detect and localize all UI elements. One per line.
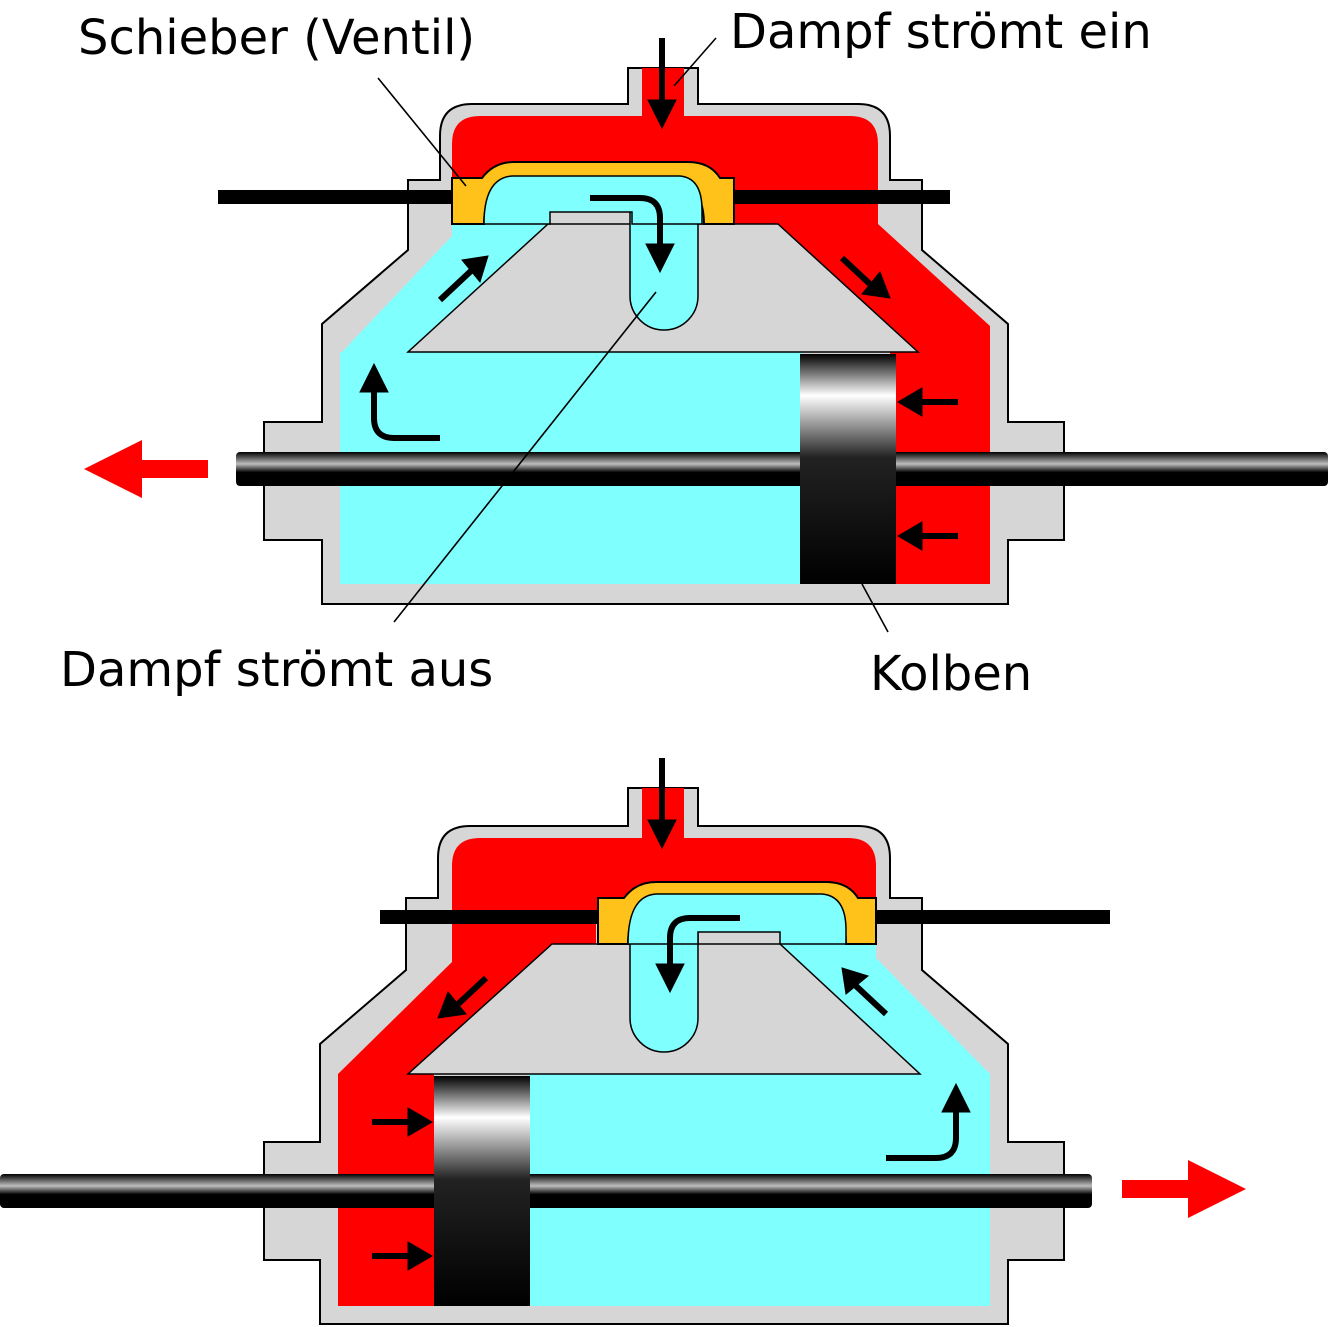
arrow-icon (645, 243, 675, 274)
red-arrow-icon (1188, 1160, 1246, 1218)
label-steam-in: Dampf strömt ein (730, 4, 1152, 60)
arrow-icon (437, 991, 467, 1019)
arrow-icon (941, 1082, 971, 1113)
arrow-icon (407, 1241, 433, 1271)
arrow-icon (897, 521, 923, 551)
arrow-icon (359, 362, 389, 393)
engine-bottom (0, 758, 1246, 1325)
arrow-icon (407, 1107, 433, 1137)
piston-rod-top (236, 452, 1328, 486)
leader-lines (377, 37, 889, 633)
label-piston: Kolben (870, 646, 1032, 702)
red-arrow-icon (84, 440, 142, 498)
piston-bottom (434, 1076, 530, 1306)
exhaust-pipe-bottom (629, 917, 699, 1053)
arrow-icon (841, 967, 870, 995)
piston-rod-bottom (0, 1174, 1092, 1208)
label-slide-valve: Schieber (Ventil) (78, 10, 475, 66)
arrow-icon (861, 271, 891, 299)
label-steam-out: Dampf strömt aus (60, 642, 493, 698)
piston-top (800, 354, 896, 584)
arrow-icon (897, 387, 923, 417)
engine-top (84, 38, 1328, 605)
motion-arrow-bottom (1122, 1160, 1246, 1218)
arrow-icon (647, 819, 677, 850)
flow-arrows-top (359, 38, 958, 551)
flow-arrows-bottom (372, 758, 971, 1271)
arrow-icon (461, 255, 489, 284)
arrow-icon (655, 963, 685, 994)
arrow-icon (647, 99, 677, 130)
motion-arrow-top (84, 440, 208, 498)
